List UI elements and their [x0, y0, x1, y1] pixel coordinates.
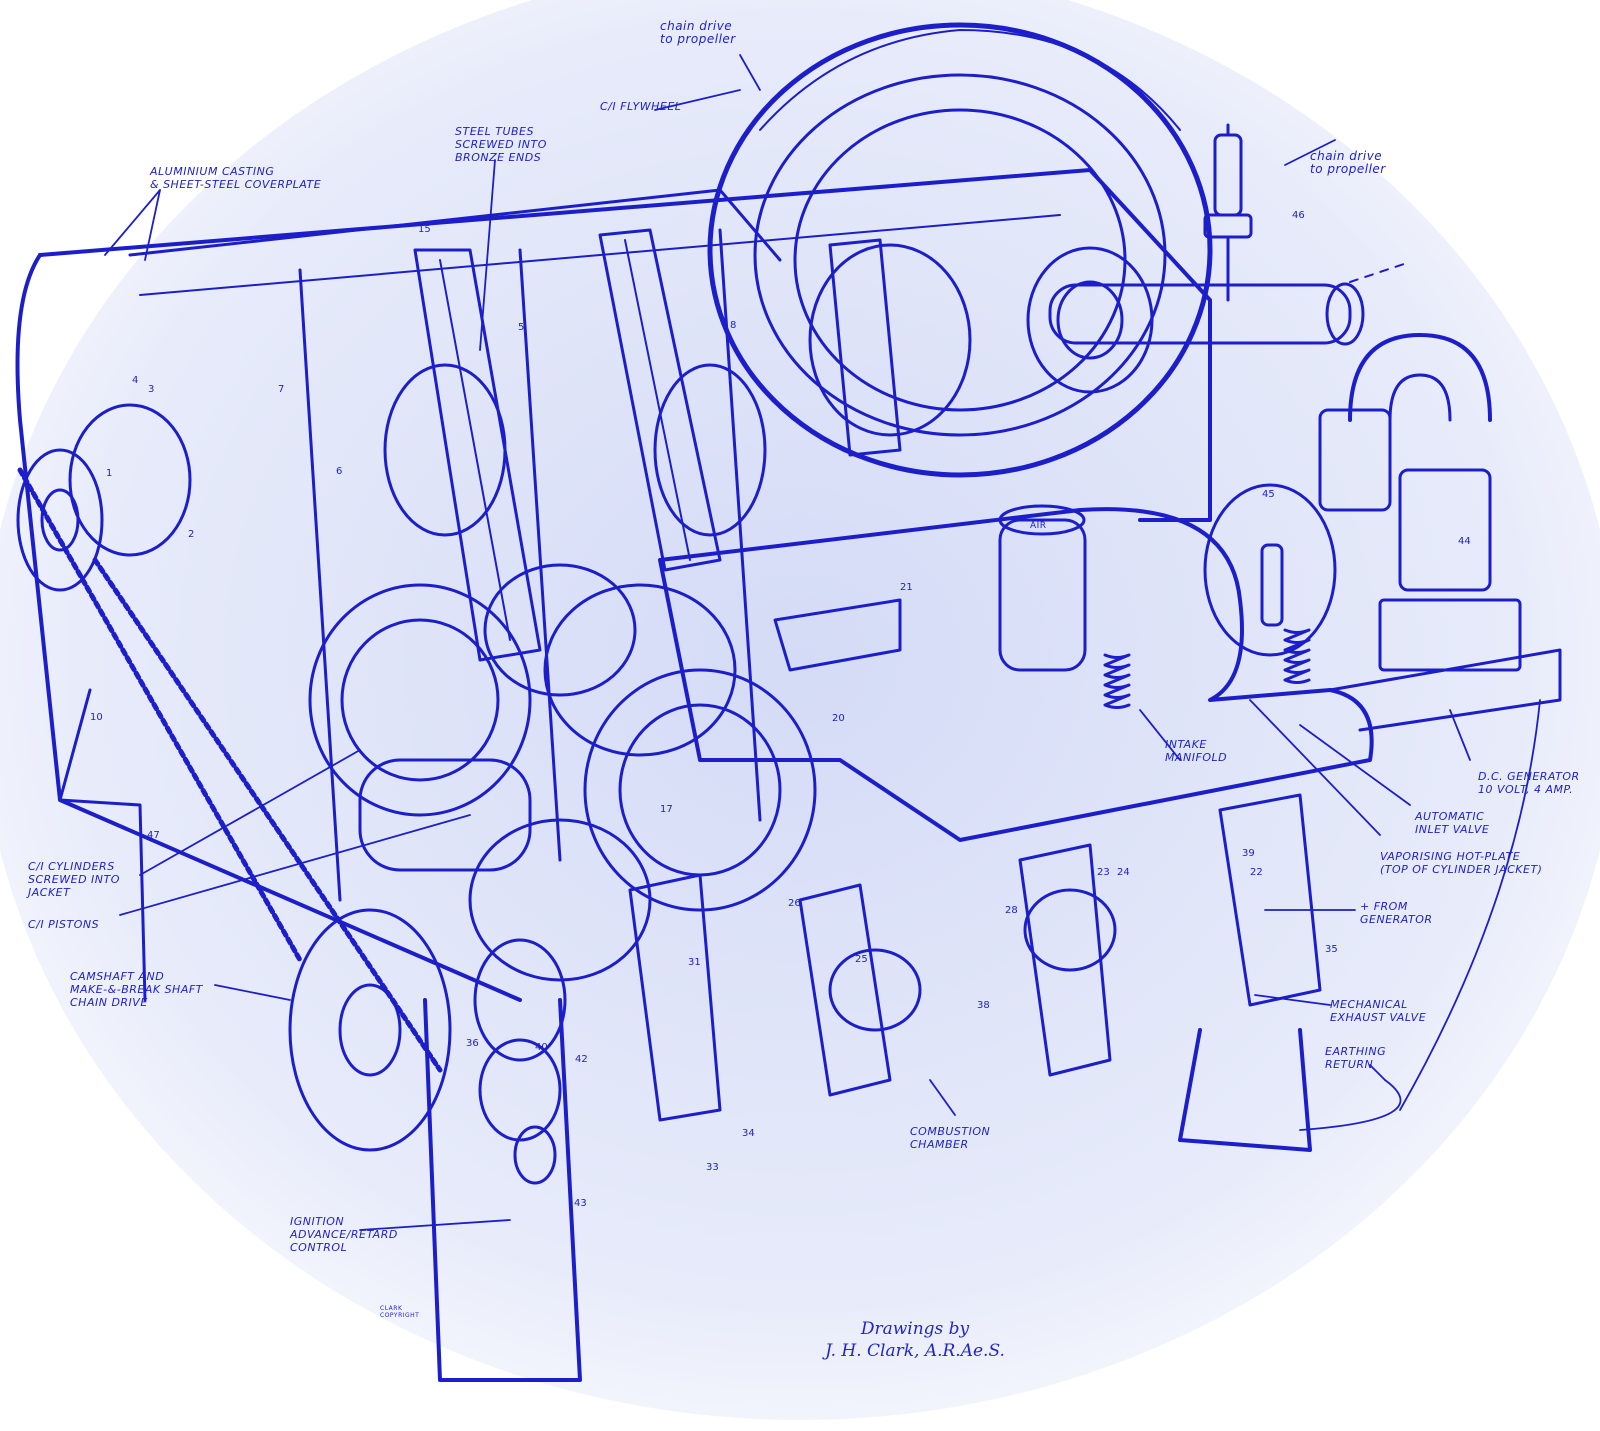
- label-pistons: C/I PISTONS: [28, 918, 100, 931]
- part-number: 42: [575, 1054, 588, 1065]
- label-mechanical-exhaust-valve: MECHANICAL EXHAUST VALVE: [1330, 998, 1427, 1024]
- artist-signature: CLARK COPYRIGHT: [380, 1305, 420, 1319]
- credit-line-1: Drawings by: [860, 1319, 970, 1339]
- part-number: 17: [660, 804, 673, 815]
- part-number: 38: [977, 1000, 990, 1011]
- part-number: 26: [788, 898, 801, 909]
- label-dc-generator: D.C. GENERATOR 10 VOLT, 4 AMP.: [1478, 770, 1580, 796]
- part-number: 20: [832, 713, 845, 724]
- part-number: 22: [1250, 867, 1263, 878]
- connecting-rods: [413, 228, 902, 662]
- dc-generator: [1203, 333, 1562, 732]
- part-number: 3: [148, 384, 154, 395]
- part-number: 21: [900, 582, 913, 593]
- label-steel-tubes: STEEL TUBES SCREWED INTO BRONZE ENDS: [455, 125, 547, 164]
- label-vaporising-hot-plate: VAPORISING HOT-PLATE (TOP OF CYLINDER JA…: [1380, 850, 1543, 876]
- part-number: 40: [535, 1042, 548, 1053]
- crankcase: [15, 168, 1212, 1002]
- label-chain-drive-right: chain drive to propeller: [1310, 149, 1386, 176]
- part-number: 33: [706, 1162, 719, 1173]
- part-number: 28: [1005, 905, 1018, 916]
- part-number: 43: [574, 1198, 587, 1209]
- label-aluminium-casting: ALUMINIUM CASTING & SHEET-STEEL COVERPLA…: [150, 165, 322, 191]
- part-number: 2: [188, 529, 194, 540]
- part-number: 34: [742, 1128, 755, 1139]
- valve-cages: [628, 793, 1322, 1122]
- part-number: 7: [278, 384, 284, 395]
- label-from-generator: + FROM GENERATOR: [1360, 900, 1433, 926]
- drip-oiler: [1203, 123, 1253, 302]
- part-number: 6: [336, 466, 342, 477]
- label-intake-manifold: INTAKE MANIFOLD: [1165, 738, 1228, 764]
- part-number: 24: [1117, 867, 1130, 878]
- part-number: 39: [1242, 848, 1255, 859]
- valve-springs: [1103, 543, 1311, 709]
- label-camshaft-chain-drive: CAMSHAFT AND MAKE-&-BREAK SHAFT CHAIN DR…: [70, 970, 203, 1009]
- label-combustion-chamber: COMBUSTION CHAMBER: [910, 1125, 991, 1151]
- label-air: AIR: [1030, 521, 1047, 531]
- part-number: 44: [1458, 536, 1471, 547]
- part-number: 46: [1292, 210, 1305, 221]
- part-number: 1: [106, 468, 112, 479]
- part-number: 4: [132, 375, 138, 386]
- part-number: 5: [518, 322, 524, 333]
- timing-chain: [16, 403, 452, 1152]
- label-earthing-return: EARTHING RETURN: [1325, 1045, 1387, 1071]
- drawing-credit: Drawings by J. H. Clark, A.R.Ae.S.: [780, 1318, 1050, 1362]
- label-flywheel: C/I FLYWHEEL: [600, 100, 682, 113]
- cam-gears: [473, 938, 567, 1185]
- cylinders: [308, 583, 817, 982]
- label-cylinders: C/I CYLINDERS SCREWED INTO JACKET: [28, 860, 120, 899]
- part-number-markers: 1 2 3 4 5 6 7 8 10 15 17 20 21 22 23 24 …: [90, 210, 1471, 1209]
- label-ignition-control: IGNITION ADVANCE/RETARD CONTROL: [290, 1215, 398, 1254]
- label-automatic-inlet-valve: AUTOMATIC INLET VALVE: [1415, 810, 1490, 836]
- part-number: 10: [90, 712, 103, 723]
- leader-lines: [104, 54, 1541, 1231]
- crankshaft-webs: [383, 243, 972, 757]
- part-number: 25: [855, 954, 868, 965]
- credit-line-2: J. H. Clark, A.R.Ae.S.: [825, 1341, 1005, 1361]
- part-number: 36: [466, 1038, 479, 1049]
- part-number: 23: [1097, 867, 1110, 878]
- label-chain-drive-top: chain drive to propeller: [660, 19, 736, 46]
- part-number: 35: [1325, 944, 1338, 955]
- propeller-shaft: [1026, 246, 1411, 394]
- part-number: 8: [730, 320, 736, 331]
- part-number: 47: [147, 830, 160, 841]
- part-number: 15: [418, 224, 431, 235]
- engine-legs: [58, 688, 1312, 1382]
- part-number: 45: [1262, 489, 1275, 500]
- part-number: 31: [688, 957, 701, 968]
